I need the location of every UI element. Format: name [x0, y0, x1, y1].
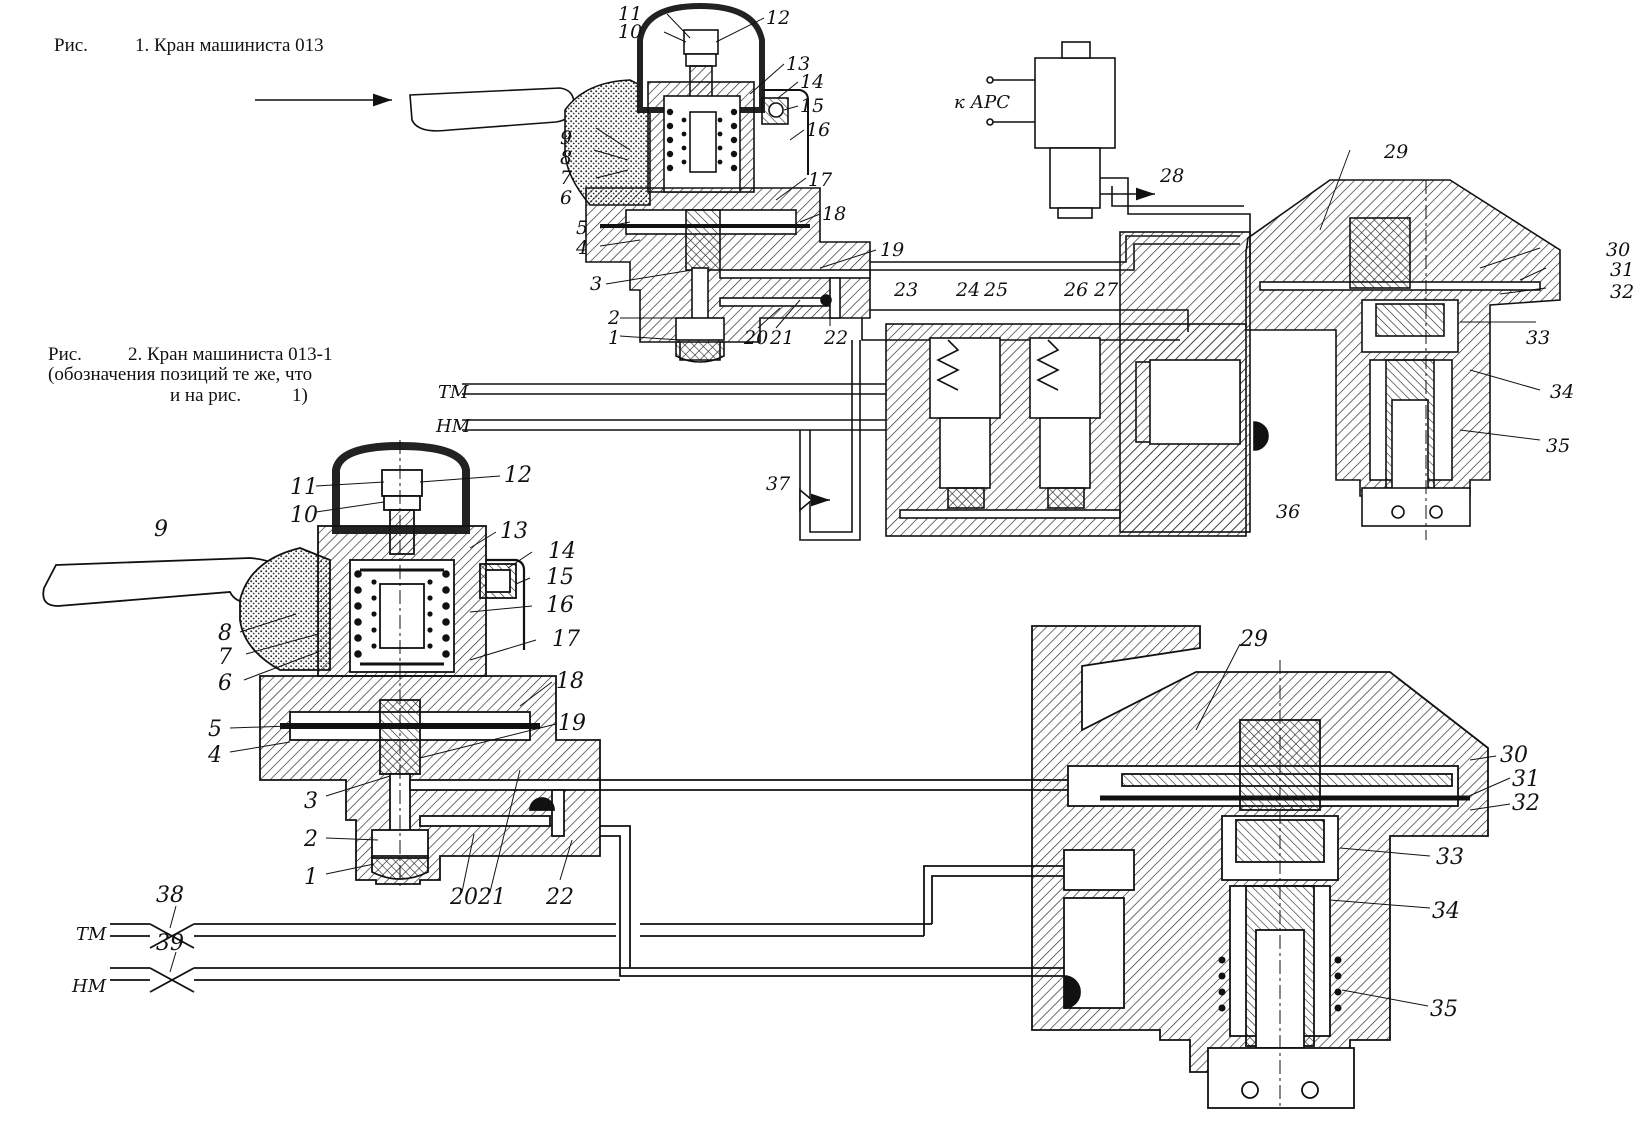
- fig2-label-20: 20: [449, 885, 478, 910]
- fig2-caption-line1: 2. Кран машиниста 013-1: [128, 344, 333, 365]
- fig1-label-33: 33: [1526, 327, 1550, 349]
- fig1-label-19: 19: [880, 239, 904, 261]
- fig1-label-13: 13: [786, 53, 810, 75]
- fig2-label-22: 22: [545, 885, 574, 910]
- fig2-label-9: 9: [154, 517, 168, 542]
- fig2-label-39: 39: [156, 931, 184, 956]
- fig2-caption-line2: (обозначения позиций те же, что: [48, 364, 313, 385]
- fig2-label-21: 21: [477, 885, 506, 910]
- fig2-caption-line3: и на рис.: [170, 385, 242, 406]
- fig2-label-16: 16: [546, 593, 574, 618]
- fig2-label-1: 1: [304, 865, 318, 890]
- fig2-leader-lines: [169, 475, 1511, 1007]
- fig1-label-4: 4: [575, 237, 588, 259]
- fig2-label-7: 7: [218, 645, 232, 670]
- fig2-label-11: 11: [290, 475, 318, 500]
- fig1-label-11: 11: [618, 3, 642, 25]
- fig1-solenoid: [1034, 57, 1116, 149]
- fig1-nut: [683, 29, 719, 55]
- fig2-label-32: 32: [1512, 791, 1540, 816]
- fig1-label-23: 23: [893, 279, 918, 301]
- fig1-handle: [409, 87, 575, 132]
- fig1-label-18: 18: [822, 203, 846, 225]
- fig2-label-6: 6: [218, 671, 232, 696]
- tm-label-bottom: ТМ: [76, 924, 107, 945]
- fig1-numbers: 11 10 12 13 14 15 16 17 18 19 9 8 7 6 5 …: [560, 3, 1634, 523]
- fig2-label-33: 33: [1436, 845, 1464, 870]
- fig2-label-5: 5: [208, 717, 222, 742]
- fig2-nut: [381, 469, 423, 497]
- fig2-label-17: 17: [552, 627, 580, 652]
- fig2-label-35: 35: [1430, 997, 1458, 1022]
- fig1-label-6: 6: [560, 187, 572, 209]
- fig2-label-38: 38: [156, 883, 184, 908]
- fig1-label-20: 20: [743, 327, 768, 349]
- arc-label: к АРС: [954, 92, 1010, 113]
- fig2-drawing: [42, 440, 1489, 1110]
- fig1-label-28: 28: [1159, 165, 1184, 187]
- fig2-label-34: 34: [1432, 899, 1460, 924]
- fig1-label-9: 9: [560, 127, 572, 149]
- fig1-label-29: 29: [1383, 141, 1408, 163]
- fig2-label-30: 30: [1500, 743, 1528, 768]
- fig1-label-32: 32: [1610, 281, 1634, 303]
- fig1-label-14: 14: [800, 71, 824, 93]
- nm-label-top: НМ: [435, 416, 471, 437]
- fig1-caption-prefix: Рис.: [54, 35, 88, 56]
- fig2-caption-prefix: Рис.: [48, 344, 82, 365]
- fig2-label-13: 13: [500, 519, 528, 544]
- fig1-label-15: 15: [800, 95, 824, 117]
- fig1-label-30: 30: [1606, 239, 1630, 261]
- fig1-label-5: 5: [576, 217, 588, 239]
- fig1-label-21: 21: [769, 327, 794, 349]
- fig2-label-3: 3: [304, 789, 318, 814]
- fig2-caption-line4: 1): [292, 385, 308, 406]
- fig2-label-31: 31: [1512, 767, 1540, 792]
- fig1-label-22: 22: [823, 327, 848, 349]
- fig1-label-7: 7: [560, 167, 573, 189]
- fig1-label-31: 31: [1610, 259, 1634, 281]
- fig1-label-24: 24: [955, 279, 980, 301]
- fig2-label-10: 10: [290, 503, 318, 528]
- fig1-label-37: 37: [766, 473, 791, 495]
- fig2-label-4: 4: [207, 743, 222, 768]
- fig1-label-34: 34: [1550, 381, 1574, 403]
- fig1-label-16: 16: [806, 119, 830, 141]
- fig2-label-8: 8: [218, 621, 232, 646]
- fig1-label-27: 27: [1093, 279, 1119, 301]
- fig1-label-12: 12: [766, 7, 790, 29]
- fig2-label-15: 15: [546, 565, 574, 590]
- fig1-label-3: 3: [590, 273, 602, 295]
- fig1-caption-title: 1. Кран машиниста 013: [135, 35, 324, 56]
- fig1-label-26: 26: [1063, 279, 1088, 301]
- fig2-label-2: 2: [303, 827, 318, 852]
- fig1-label-36: 36: [1276, 501, 1300, 523]
- fig1-label-17: 17: [808, 169, 833, 191]
- fig2-label-18: 18: [556, 669, 584, 694]
- fig1-label-25: 25: [983, 279, 1008, 301]
- fig1-label-1: 1: [608, 327, 620, 349]
- fig2-label-19: 19: [558, 711, 586, 736]
- nm-label-bottom: НМ: [71, 976, 107, 997]
- fig1-leader-lines: [593, 13, 1547, 441]
- fig1-label-8: 8: [560, 147, 572, 169]
- fig1-label-35: 35: [1546, 435, 1570, 457]
- fig1-drawing: [255, 2, 1561, 541]
- fig2-label-12: 12: [504, 463, 532, 488]
- fig2-numbers: 11 10 12 13 14 15 16 17 18 19 9 8 7 6 5 …: [154, 463, 1540, 1022]
- fig2-label-29: 29: [1239, 627, 1268, 652]
- fig1-label-2: 2: [607, 307, 620, 329]
- fig1-label-10: 10: [618, 21, 642, 43]
- tm-label-top: ТМ: [438, 382, 469, 403]
- fig2-label-14: 14: [548, 539, 576, 564]
